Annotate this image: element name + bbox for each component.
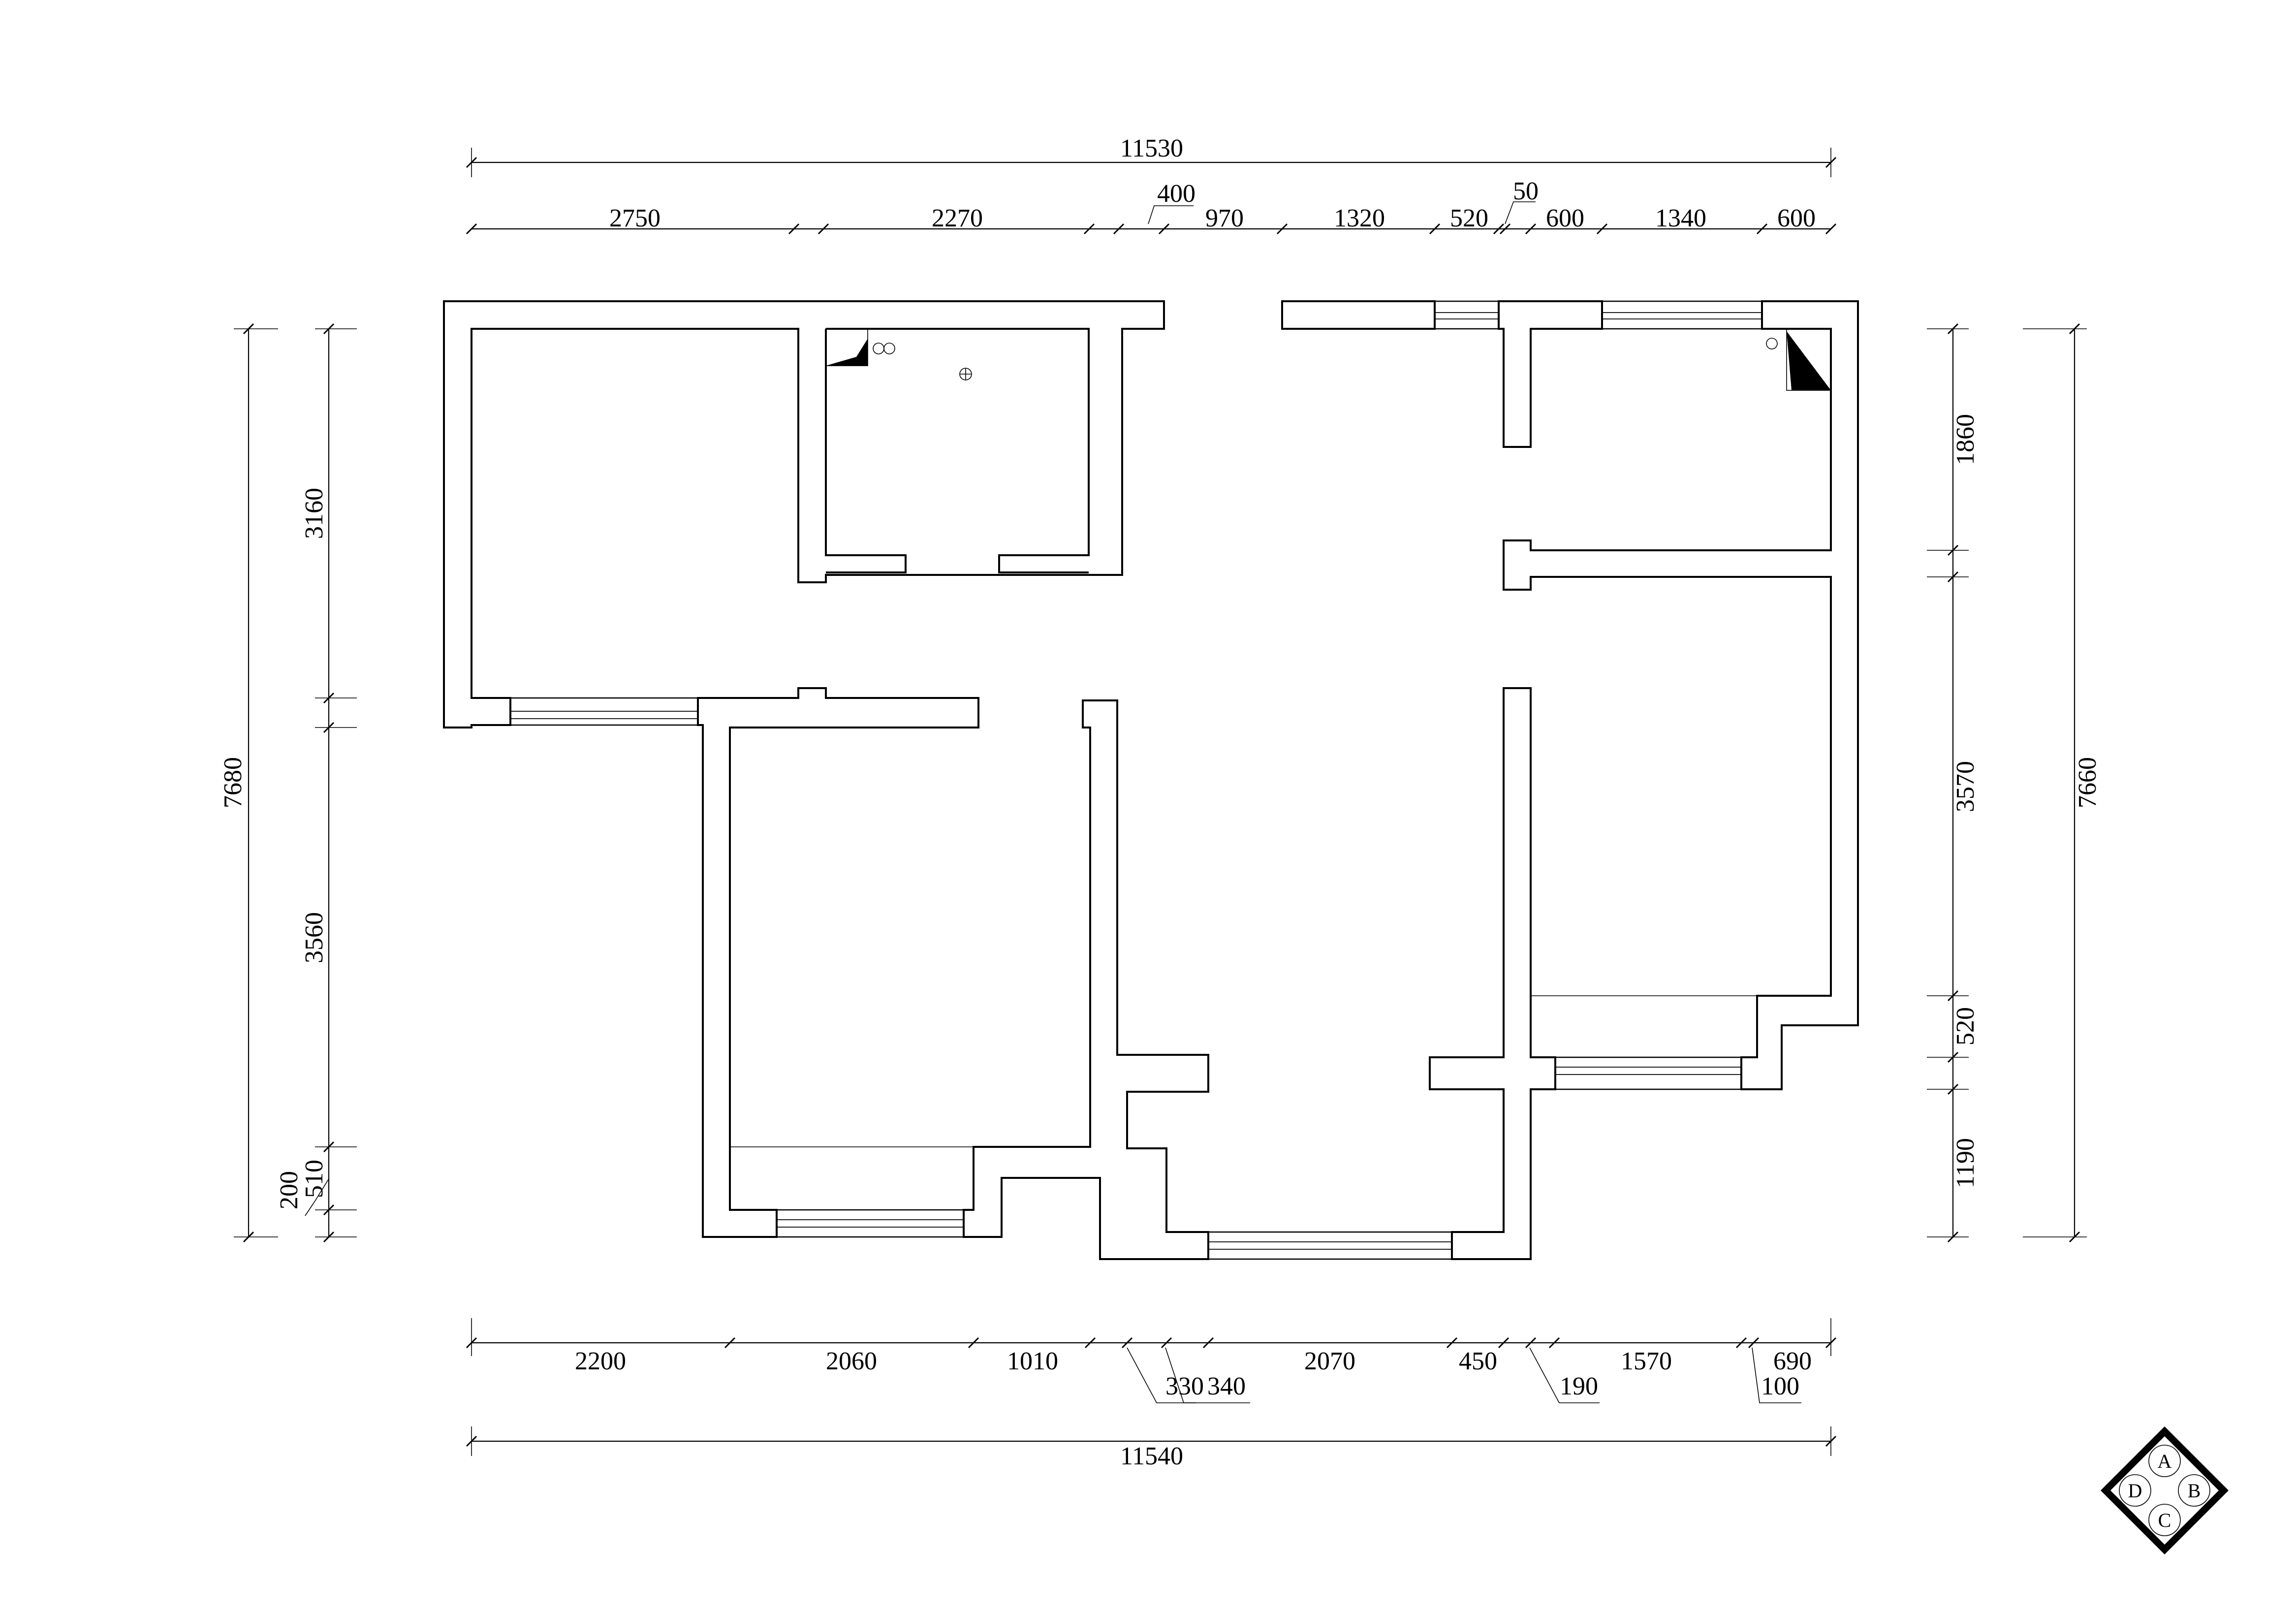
dim-left-total: 7680 <box>219 757 247 808</box>
dim-bottom-7: 450 <box>1459 1347 1497 1375</box>
dim-bottom-10: 100 <box>1761 1372 1799 1400</box>
wall-kitchen <box>825 328 1090 573</box>
dim-top-5: 1320 <box>1334 204 1385 232</box>
dim-top-10: 600 <box>1777 204 1816 232</box>
window-bottom-right <box>1555 1056 1741 1090</box>
compass-label-b: B <box>2188 1480 2201 1502</box>
bathroom-flue-icon <box>1766 328 1831 391</box>
wall-right-outer <box>1503 300 1859 1090</box>
leader-lines <box>305 201 1801 1403</box>
dim-left-1: 3160 <box>300 488 328 539</box>
dim-top-6: 520 <box>1450 204 1488 232</box>
dimension-labels: 11530 2750 2270 400 970 1320 520 50 600 … <box>219 134 2102 1470</box>
compass-icon: A B C D <box>2101 1426 2229 1554</box>
wall-lower-left <box>697 687 979 1238</box>
dim-left-4: 200 <box>275 1171 303 1209</box>
window-left <box>510 697 698 726</box>
dim-left-3: 510 <box>300 1160 328 1198</box>
ceiling-light-icon <box>959 368 972 380</box>
dim-left-2: 3560 <box>300 912 328 963</box>
kitchen-flue-icon <box>825 328 895 366</box>
dim-top-4: 970 <box>1205 204 1244 232</box>
dim-bottom-11: 690 <box>1773 1347 1812 1375</box>
compass-label-a: A <box>2158 1450 2172 1472</box>
dim-right-total: 7660 <box>2074 757 2102 808</box>
dim-top-3: 400 <box>1157 180 1195 208</box>
dim-top-1: 2750 <box>609 204 660 232</box>
wall-top-right <box>1498 300 1603 448</box>
wall-right-bedroom <box>1429 687 1556 1260</box>
dim-top-total: 11530 <box>1120 134 1183 162</box>
window-bottom-left <box>777 1209 964 1238</box>
wall-top-center <box>1281 300 1436 330</box>
dim-bottom-9: 1570 <box>1621 1347 1672 1375</box>
dim-right-3: 520 <box>1951 1007 1980 1045</box>
dimension-ticks <box>243 157 2080 1447</box>
dim-top-8: 600 <box>1546 204 1584 232</box>
compass-label-c: C <box>2158 1509 2171 1531</box>
dim-top-2: 2270 <box>932 204 983 232</box>
wall-upper-left <box>443 300 1165 728</box>
fixtures <box>825 328 1831 391</box>
dim-bottom-2: 2060 <box>826 1347 877 1375</box>
window-bottom-center <box>1208 1231 1452 1260</box>
dim-bottom-5: 340 <box>1207 1372 1246 1400</box>
dim-right-4: 1190 <box>1951 1138 1980 1188</box>
window-top-small <box>1435 300 1499 330</box>
walls <box>443 300 1859 1260</box>
dim-bottom-1: 2200 <box>575 1347 626 1375</box>
dim-right-2: 3570 <box>1951 761 1980 812</box>
wall-lower-left-right <box>963 699 1209 1260</box>
dimension-lines <box>234 148 2087 1456</box>
dim-right-1: 1860 <box>1951 414 1980 465</box>
windows <box>510 300 1762 1260</box>
dim-bottom-4: 330 <box>1165 1372 1204 1400</box>
dim-top-7: 50 <box>1513 177 1539 205</box>
dim-bottom-8: 190 <box>1560 1372 1598 1400</box>
compass-label-d: D <box>2128 1480 2142 1502</box>
dim-top-9: 1340 <box>1655 204 1706 232</box>
dim-bottom-6: 2070 <box>1304 1347 1355 1375</box>
dim-bottom-total: 11540 <box>1120 1442 1183 1470</box>
window-top-right <box>1602 300 1762 330</box>
dim-bottom-3: 1010 <box>1007 1347 1058 1375</box>
